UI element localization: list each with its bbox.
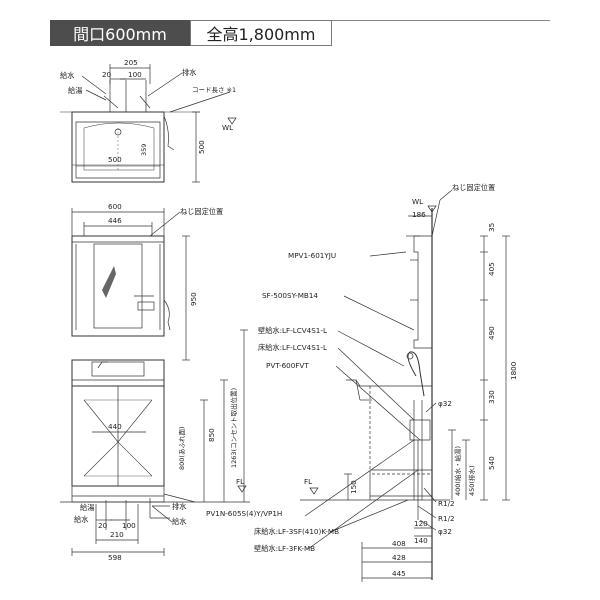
side-dim-35: 35	[487, 223, 496, 232]
side-supply-height: 400(給水・給湯)	[453, 446, 462, 496]
side-view	[300, 189, 510, 582]
side-fl-label: FL	[304, 477, 312, 486]
front-dim-20: 20	[98, 521, 108, 530]
side-dim-186: 186	[412, 210, 426, 219]
side-dim-140: 140	[414, 536, 428, 545]
front-dim-850: 850	[207, 428, 216, 442]
front-outlet-height: 1263(コンセント取出位置)	[229, 388, 238, 468]
side-dim-408: 408	[392, 539, 406, 548]
side-dim-405: 405	[487, 262, 496, 276]
part-floor-supply2: 床給水:LF-3SF(410)K-MB	[254, 527, 339, 536]
plan-kyusui-label: 給水	[60, 71, 74, 80]
front-fl-label: FL	[236, 477, 244, 486]
side-wl-label: WL	[412, 197, 423, 206]
side-phi32-a: φ32	[438, 399, 452, 408]
side-screw-label: ねじ固定位置	[452, 183, 495, 192]
front-overflow-height: 800(あふれ面)	[178, 427, 186, 470]
plan-kyuto-label: 給湯	[68, 86, 82, 95]
side-dim-330: 330	[487, 390, 496, 404]
part-wall-supply: 壁給水:LF-LCV4S1-L	[258, 326, 327, 335]
front-dim-100: 100	[122, 521, 136, 530]
side-r12-a: R1/2	[438, 499, 455, 508]
front-dim-440: 440	[108, 422, 122, 431]
front-kyusui-label: 給水	[172, 517, 186, 526]
part-cabinet: PV1N-605S(4)Y/VP1H	[206, 509, 282, 518]
front-dim-950: 950	[189, 292, 198, 306]
width-header: 間口600mm	[50, 20, 190, 46]
part-floor-supply: 床給水:LF-LCV4S1-L	[258, 343, 327, 352]
plan-view	[60, 64, 237, 183]
front-kyuto-label: 給湯	[80, 503, 94, 512]
part-vanity: PVT-600FVT	[266, 361, 309, 370]
side-drain-height: 450(排水)	[467, 466, 476, 496]
plan-dim-500-depth: 500	[197, 140, 206, 154]
front-screw-label: ねじ固定位置	[180, 207, 223, 216]
part-mirror: MPV1-601YJU	[288, 251, 336, 260]
front-view	[60, 208, 250, 556]
plan-dim-359: 359	[140, 144, 148, 156]
height-header: 全高1,800mm	[190, 20, 332, 46]
side-dim-445: 445	[392, 569, 406, 578]
plan-dim-500-width: 500	[108, 155, 122, 164]
front-dim-598: 598	[108, 553, 122, 562]
plan-wl-label: WL	[222, 123, 233, 132]
side-dim-1800: 1800	[509, 361, 518, 380]
front-dim-446: 446	[108, 216, 122, 225]
side-dim-540: 540	[487, 456, 496, 470]
side-r12-b: R1/2	[438, 514, 455, 523]
front-kyusui2-label: 給水	[74, 515, 88, 524]
part-light: SF-500SY-MB14	[262, 291, 318, 300]
side-dim-428: 428	[392, 553, 406, 562]
side-phi32-b: φ32	[438, 527, 452, 536]
plan-haisui-label: 排水	[182, 68, 196, 77]
plan-dim-205: 205	[124, 58, 138, 67]
part-wall-supply2: 壁給水:LF-3FK-MB	[254, 544, 315, 553]
plan-cord-label: コード長さ ※1	[192, 86, 236, 94]
side-dim-490: 490	[487, 326, 496, 340]
front-dim-210: 210	[110, 530, 124, 539]
plan-dim-20: 20	[102, 70, 112, 79]
front-haisui-label: 排水	[172, 502, 186, 511]
header-rule	[332, 20, 550, 21]
plan-dim-100: 100	[128, 70, 142, 79]
side-dim-150: 150	[349, 480, 358, 494]
front-dim-600: 600	[108, 202, 122, 211]
side-dim-120: 120	[414, 519, 428, 528]
